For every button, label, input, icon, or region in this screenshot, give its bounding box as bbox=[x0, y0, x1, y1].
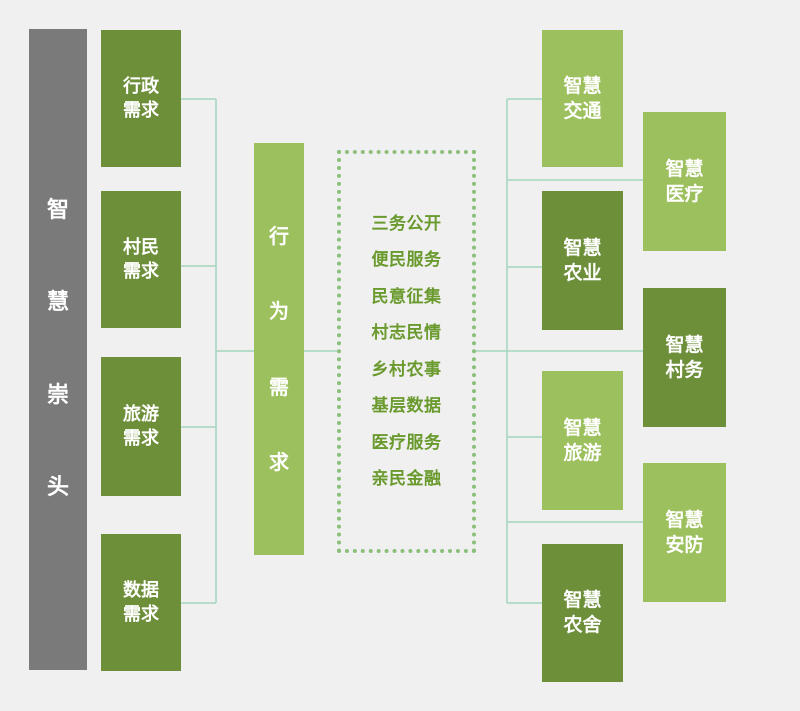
smart-tourism-label: 智慧旅游 bbox=[563, 416, 602, 464]
need-tourism-box: 旅游需求 bbox=[101, 357, 181, 496]
smart-traffic-label: 智慧交通 bbox=[563, 74, 602, 122]
need-villager-label: 村民需求 bbox=[123, 236, 159, 282]
service-item: 便民服务 bbox=[371, 250, 442, 270]
need-tourism-label: 旅游需求 bbox=[123, 403, 159, 449]
root-char: 头 bbox=[46, 475, 69, 501]
smart-security-box: 智慧安防 bbox=[643, 463, 726, 602]
services-list: 三务公开 便民服务 民意征集 村志民情 乡村农事 基层数据 医疗服务 亲民金融 bbox=[372, 206, 442, 498]
smart-medical-label: 智慧医疗 bbox=[665, 157, 704, 205]
smart-agriculture-label: 智慧农业 bbox=[563, 236, 602, 284]
smart-traffic-box: 智慧交通 bbox=[542, 30, 623, 167]
services-box: 三务公开 便民服务 民意征集 村志民情 乡村农事 基层数据 医疗服务 亲民金融 bbox=[337, 150, 476, 553]
smart-security-label: 智慧安防 bbox=[665, 508, 704, 556]
root-char: 慧 bbox=[46, 290, 69, 316]
need-admin-label: 行政需求 bbox=[123, 75, 159, 121]
need-villager-box: 村民需求 bbox=[101, 191, 181, 328]
center-char: 需 bbox=[269, 374, 289, 399]
smart-medical-box: 智慧医疗 bbox=[643, 112, 726, 251]
smart-tourism-box: 智慧旅游 bbox=[542, 371, 623, 510]
root-column: 智 慧 崇 头 bbox=[29, 29, 87, 670]
service-item: 民意征集 bbox=[371, 286, 442, 307]
root-char: 智 bbox=[46, 197, 69, 223]
smart-farmhouse-box: 智慧农舍 bbox=[542, 544, 623, 682]
service-item: 三务公开 bbox=[371, 213, 442, 234]
need-admin-box: 行政需求 bbox=[101, 30, 181, 167]
service-item: 村志民情 bbox=[371, 323, 442, 343]
smart-village-affairs-label: 智慧村务 bbox=[665, 333, 704, 381]
need-data-box: 数据需求 bbox=[101, 534, 181, 671]
smart-farmhouse-label: 智慧农舍 bbox=[563, 589, 602, 636]
center-char: 为 bbox=[269, 299, 289, 324]
center-char: 求 bbox=[269, 449, 289, 474]
root-char: 崇 bbox=[46, 382, 69, 408]
service-item: 医疗服务 bbox=[371, 432, 442, 453]
center-behavior-box: 行 为 需 求 bbox=[254, 143, 304, 555]
service-item: 亲民金融 bbox=[371, 469, 442, 489]
smart-village-affairs-box: 智慧村务 bbox=[643, 288, 726, 427]
center-char: 行 bbox=[269, 224, 289, 249]
smart-agriculture-box: 智慧农业 bbox=[542, 191, 623, 330]
need-data-label: 数据需求 bbox=[123, 579, 159, 625]
service-item: 乡村农事 bbox=[371, 359, 442, 380]
service-item: 基层数据 bbox=[371, 396, 442, 416]
